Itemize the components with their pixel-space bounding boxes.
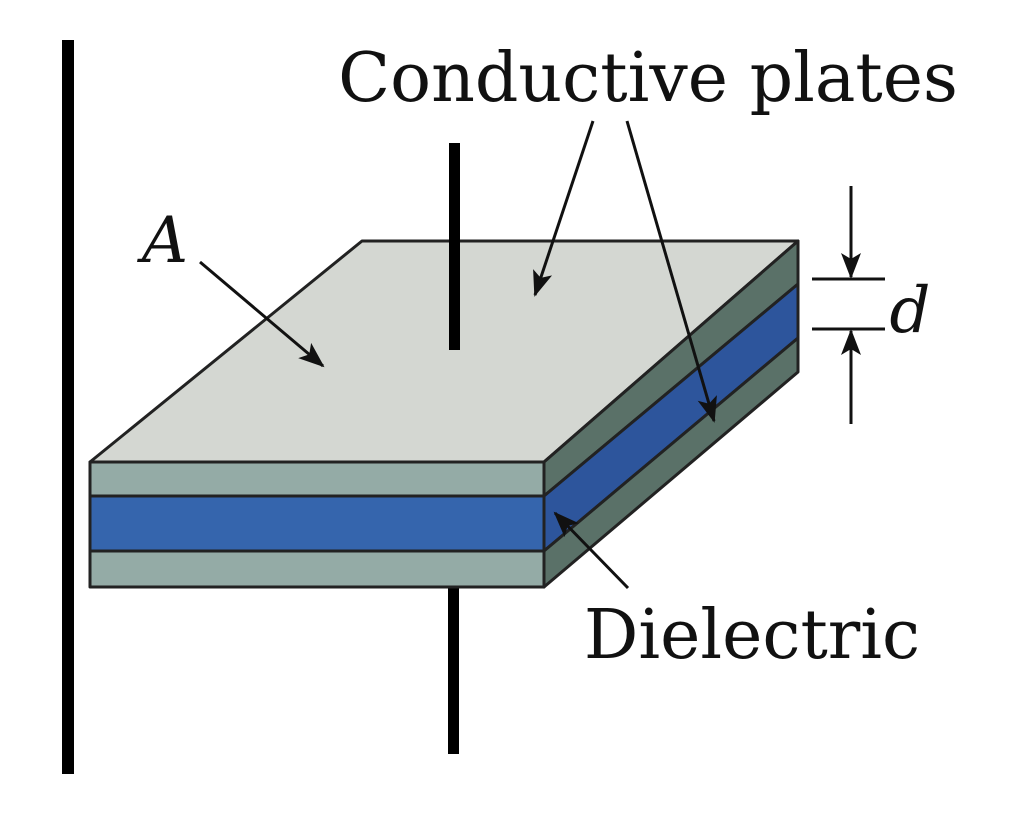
top-lead-wire: [449, 143, 460, 350]
separation-dimension: [812, 186, 885, 424]
top-plate-front: [88, 460, 546, 498]
conductive-plate-arrow-bottom: [625, 120, 717, 423]
area-arrow: [199, 260, 325, 368]
capacitor-block: [88, 239, 800, 589]
bottom-lead-wire: [448, 586, 459, 754]
bottom-plate-front: [88, 549, 546, 589]
left-border-bar: [62, 40, 74, 774]
conductive-plate-arrow-top: [533, 120, 595, 297]
dielectric-label: Dielectric: [584, 596, 920, 675]
dielectric-arrow: [553, 511, 630, 590]
separation-label: d: [890, 274, 931, 348]
dielectric-front: [88, 494, 546, 553]
conductive-plates-label: Conductive plates: [338, 39, 958, 118]
area-label: A: [137, 204, 188, 278]
